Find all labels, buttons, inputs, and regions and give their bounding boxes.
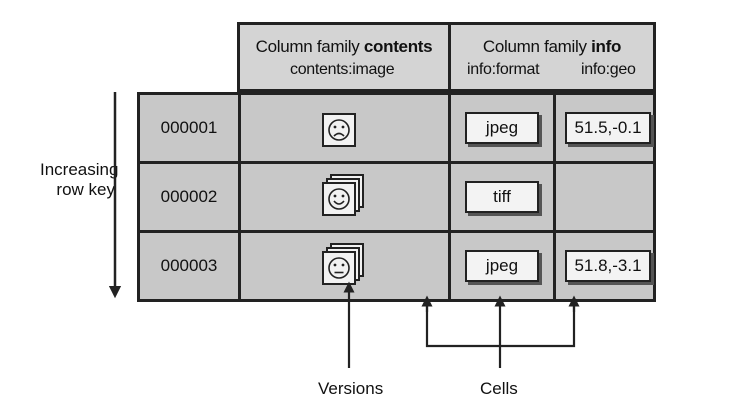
column-divider	[238, 95, 241, 161]
image-version-card	[322, 182, 356, 216]
cells-label: Cells	[480, 379, 518, 398]
column-contents-image-label: contents:image	[290, 61, 395, 78]
column-divider	[238, 164, 241, 230]
column-divider	[553, 95, 556, 161]
cells-bracket	[425, 306, 576, 348]
row-key: 000002	[160, 187, 218, 206]
happy-face-icon	[328, 188, 350, 210]
table-row: 000001 jpeg 51.5,-0.1	[137, 92, 656, 164]
image-version-card	[322, 251, 356, 285]
row-key: 000001	[160, 118, 218, 137]
image-version-card	[322, 113, 356, 147]
format-cell: jpeg	[465, 250, 539, 282]
geo-cell: 51.5,-0.1	[565, 112, 651, 144]
row-key-order-label-line2: row key	[56, 180, 115, 199]
column-divider	[553, 164, 556, 230]
row-key-order-label: Increasing row key	[40, 160, 119, 200]
sad-face-icon	[328, 119, 350, 141]
column-family-contents-header: Column family contents contents:image	[237, 22, 451, 92]
column-family-info-header: Column family info info:format info:geo	[448, 22, 656, 92]
versions-label: Versions	[318, 379, 384, 398]
column-family-contents-name: contents	[363, 37, 433, 56]
format-cell: tiff	[465, 181, 539, 213]
row-key-order-label-line1: Increasing	[40, 160, 119, 179]
row-key: 000003	[160, 256, 218, 275]
geo-cell: 51.8,-3.1	[565, 250, 651, 282]
table-row: 000003 jpeg 51.8,-3.1	[137, 230, 656, 302]
column-info-format-label: info:format	[467, 61, 540, 78]
column-family-info-title: Column family info	[482, 37, 622, 56]
format-cell: jpeg	[465, 112, 539, 144]
column-family-contents-title: Column family contents	[255, 37, 433, 56]
column-divider	[238, 233, 241, 299]
column-family-info-name: info	[591, 37, 622, 56]
column-family-divider	[448, 233, 451, 299]
neutral-face-icon	[328, 257, 350, 279]
column-info-geo-label: info:geo	[581, 61, 636, 78]
table-row: 000002 tiff	[137, 161, 656, 233]
column-divider	[553, 233, 556, 299]
column-family-divider	[448, 95, 451, 161]
column-family-divider	[448, 164, 451, 230]
